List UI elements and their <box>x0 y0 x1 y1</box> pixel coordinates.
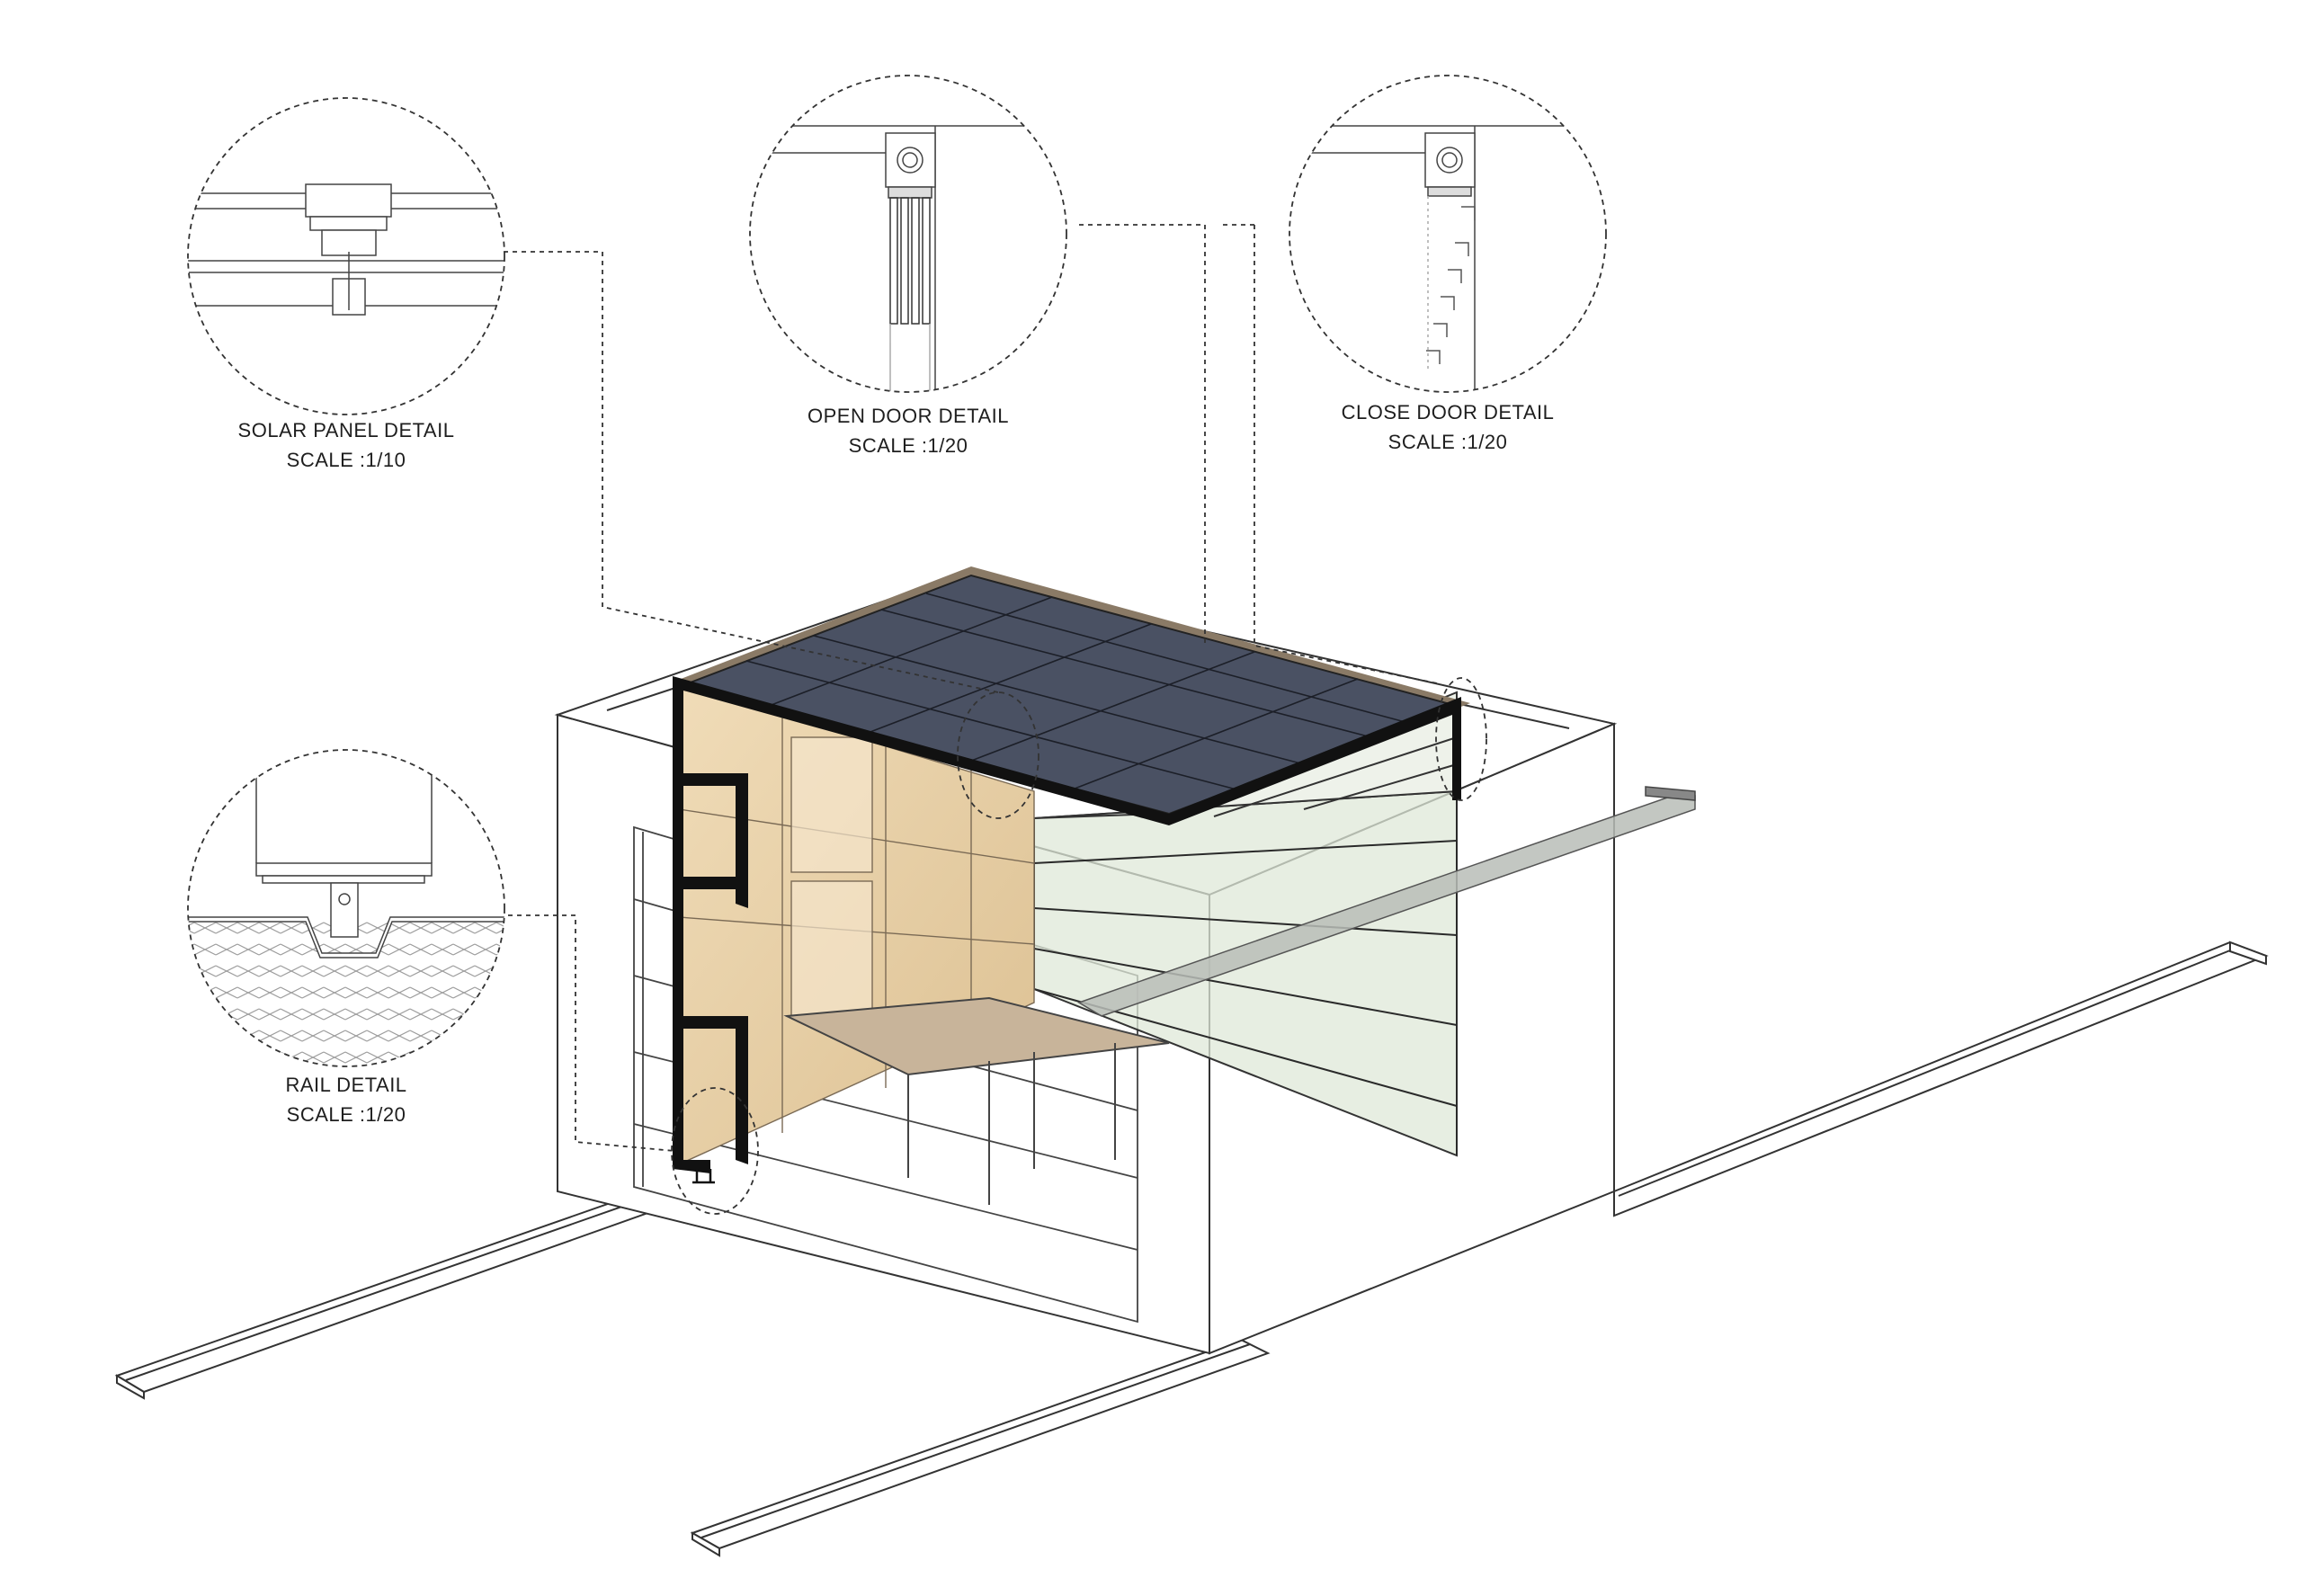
open-door-detail-label: OPEN DOOR DETAIL SCALE :1/20 <box>773 401 1043 460</box>
open-door-detail-title: OPEN DOOR DETAIL <box>807 405 1009 427</box>
rail-front <box>690 1338 1271 1557</box>
rail-detail-scale: SCALE :1/20 <box>286 1103 406 1126</box>
table <box>783 996 1170 1205</box>
rail-detail <box>187 749 505 1067</box>
open-door-detail <box>749 75 1067 393</box>
leader-lines <box>504 224 1438 1152</box>
close-door-detail <box>1289 75 1607 393</box>
close-door-detail-label: CLOSE DOOR DETAIL SCALE :1/20 <box>1313 397 1583 457</box>
rail-left <box>114 1185 686 1400</box>
open-door-detail-scale: SCALE :1/20 <box>848 434 968 457</box>
solar-panel-detail-label: SOLAR PANEL DETAIL SCALE :1/10 <box>211 415 481 475</box>
close-door-detail-scale: SCALE :1/20 <box>1387 431 1508 453</box>
solar-panel-detail-title: SOLAR PANEL DETAIL <box>237 419 455 441</box>
solar-panel-detail <box>187 97 505 415</box>
close-door-detail-title: CLOSE DOOR DETAIL <box>1341 401 1555 424</box>
rail-detail-label: RAIL DETAIL SCALE :1/20 <box>211 1070 481 1129</box>
solar-panel-detail-scale: SCALE :1/10 <box>286 449 406 471</box>
beam <box>1077 786 1696 1017</box>
callout-ellipses <box>671 677 1487 1215</box>
rail-right <box>1613 941 2269 1217</box>
black-frame <box>673 676 1461 1173</box>
rail-detail-title: RAIL DETAIL <box>285 1074 407 1096</box>
rail-bracket <box>692 1169 715 1184</box>
